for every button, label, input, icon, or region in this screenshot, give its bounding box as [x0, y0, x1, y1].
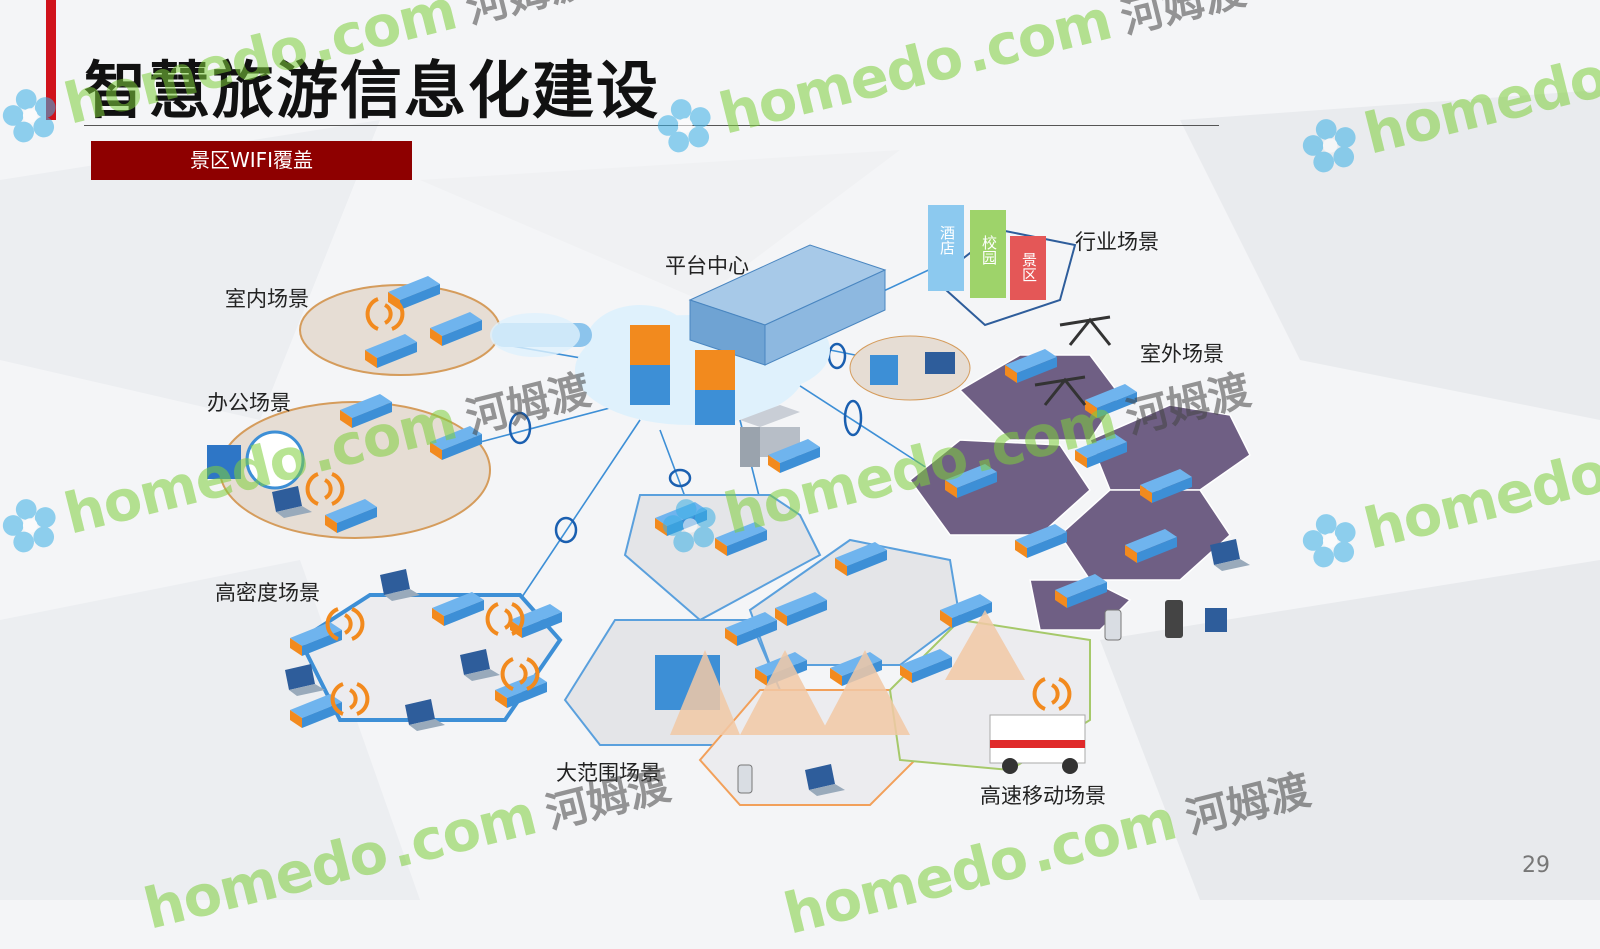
label-outdoor: 室外场景 [1140, 342, 1224, 366]
ambulance-icon [989, 677, 1086, 774]
title-divider [84, 125, 1219, 126]
industry-block-hotel: 酒店 [938, 225, 956, 255]
label-high-density: 高密度场景 [215, 581, 320, 605]
label-platform: 平台中心 [665, 254, 749, 278]
subtitle-banner: 景区WIFI覆盖 [91, 141, 412, 180]
industry-block-campus: 校园 [980, 235, 998, 265]
page-number: 29 [1522, 853, 1550, 878]
pump-jack-icons [1034, 315, 1112, 406]
label-wide-area: 大范围场景 [556, 761, 661, 785]
label-high-speed: 高速移动场景 [980, 784, 1106, 808]
background-polygons [1100, 90, 1600, 900]
title-accent-bar [46, 0, 56, 120]
wifi-coverage-diagram [207, 205, 1251, 806]
watermark-flower-icon [1302, 118, 1356, 172]
slide-title: 智慧旅游信息化建设 [84, 54, 661, 127]
platform-datacenter [688, 244, 887, 366]
office-scene [207, 394, 491, 539]
watermark-flower-icon [2, 498, 56, 552]
watermark-flower-icon [2, 88, 56, 142]
outdoor-hexes [908, 354, 1251, 631]
terminal-pad [849, 335, 971, 401]
watermark-flower-icon [662, 498, 716, 552]
label-industry: 行业场景 [1075, 230, 1159, 254]
watermark: homedo.com [1292, 8, 1600, 184]
indoor-scene [299, 276, 592, 376]
industry-scene [928, 205, 1077, 327]
coverage-cones [670, 610, 1025, 735]
mobile-devices [737, 539, 1250, 794]
watermark: homedo.com [1292, 403, 1600, 579]
label-office: 办公场景 [207, 391, 291, 415]
high-density-scene [285, 569, 563, 731]
label-indoor: 室内场景 [225, 287, 309, 311]
watermark-flower-icon [657, 98, 711, 152]
core-switches [630, 325, 735, 425]
industry-block-scenic: 景区 [1020, 252, 1038, 282]
watermark-flower-icon [1302, 513, 1356, 567]
